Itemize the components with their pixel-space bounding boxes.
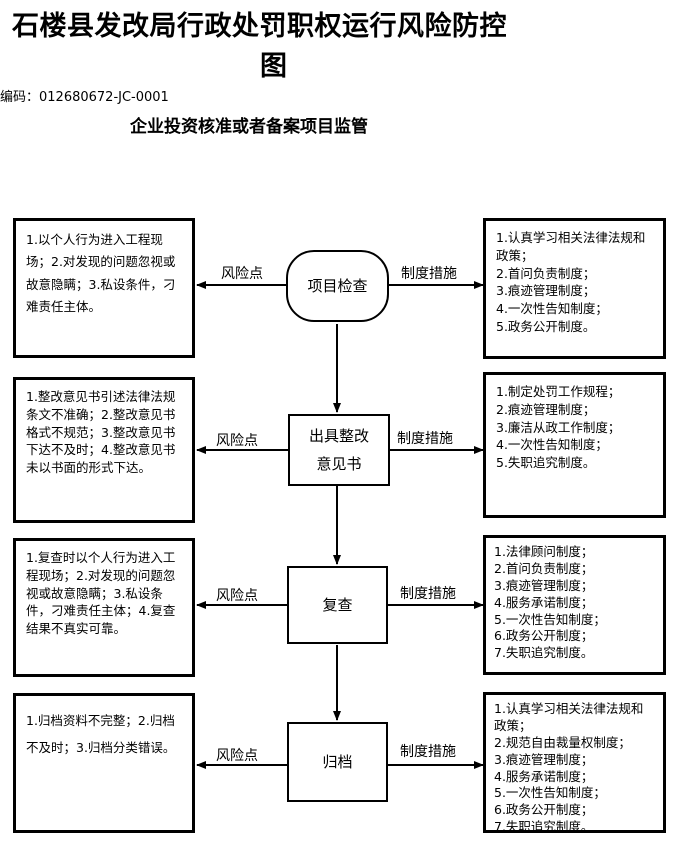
step-label: 归档	[322, 752, 353, 771]
measure-item: 3.廉洁从政工作制度；	[496, 419, 621, 435]
measure-item: 1.认真学习相关法律法规和政策；	[496, 230, 646, 263]
diagram-subtitle: 企业投资核准或者备案项目监管	[130, 117, 368, 137]
measure-label-3: 制度措施	[400, 586, 456, 602]
step-node-1: 项目检查	[286, 250, 389, 322]
document-code: 编码：012680672-JC-0001	[0, 90, 169, 105]
risk-text: 1.整改意见书引述法律法规条文不准确；2.整改意见书格式不规范；3.整改意见书下…	[26, 389, 176, 475]
risk-box-4: 1.归档资料不完整；2.归档不及时；3.归档分类错误。	[13, 693, 195, 833]
page-title: 石楼县发改局行政处罚职权运行风险防控	[12, 11, 507, 42]
measure-box-4: 1.认真学习相关法律法规和政策； 2.规范自由裁量权制度； 3.痕迹管理制度； …	[483, 692, 666, 835]
step-label: 出具整改意见书	[308, 426, 369, 474]
measure-item: 7.失职追究制度。	[494, 645, 594, 661]
step-node-3: 复查	[287, 566, 388, 644]
measure-item: 4.服务承诺制度；	[494, 768, 594, 784]
step-label: 项目检查	[307, 276, 368, 295]
measure-item: 1.认真学习相关法律法规和政策；	[494, 701, 644, 733]
measure-item: 6.政务公开制度；	[494, 628, 594, 644]
measure-label-2: 制度措施	[397, 431, 453, 447]
measure-item: 5.失职追究制度。	[496, 455, 596, 470]
measure-item: 4.服务承诺制度；	[494, 594, 594, 610]
step-node-4: 归档	[287, 722, 388, 802]
risk-label-3: 风险点	[216, 588, 258, 604]
measure-item: 3.痕迹管理制度；	[494, 577, 594, 593]
measure-item: 5.一次性告知制度；	[494, 611, 606, 627]
risk-label-4: 风险点	[216, 748, 258, 764]
measure-item: 1.法律顾问制度；	[494, 544, 594, 559]
measure-box-1: 1.认真学习相关法律法规和政策； 2.首问负责制度； 3.痕迹管理制度； 4.一…	[483, 218, 666, 359]
risk-text: 1.以个人行为进入工程现场；2.对发现的问题忽视或故意隐瞒；3.私设条件，刁难责…	[26, 232, 176, 314]
risk-text: 1.复查时以个人行为进入工程现场；2.对发现的问题忽视或故意隐瞒；3.私设条件，…	[26, 550, 176, 636]
risk-label-1: 风险点	[221, 266, 263, 282]
measure-item: 7.失职追究制度。	[494, 819, 594, 835]
risk-box-2: 1.整改意见书引述法律法规条文不准确；2.整改意见书格式不规范；3.整改意见书下…	[13, 377, 195, 523]
measure-box-3: 1.法律顾问制度； 2.首问负责制度； 3.痕迹管理制度； 4.服务承诺制度； …	[483, 535, 666, 675]
measure-item: 3.痕迹管理制度；	[494, 751, 594, 767]
measure-item: 5.政务公开制度。	[496, 318, 596, 334]
measure-item: 4.一次性告知制度；	[496, 437, 608, 453]
risk-box-1: 1.以个人行为进入工程现场；2.对发现的问题忽视或故意隐瞒；3.私设条件，刁难责…	[13, 218, 195, 358]
step-label: 复查	[322, 595, 353, 614]
measure-item: 6.政务公开制度；	[494, 802, 594, 818]
measure-box-2: 1.制定处罚工作规程； 2.痕迹管理制度； 3.廉洁从政工作制度； 4.一次性告…	[483, 372, 666, 518]
risk-label-2: 风险点	[216, 433, 258, 449]
step-node-2: 出具整改意见书	[288, 414, 390, 486]
measure-item: 1.制定处罚工作规程；	[496, 384, 621, 399]
measure-item: 5.一次性告知制度；	[494, 785, 606, 801]
measure-label-1: 制度措施	[401, 266, 457, 282]
measure-item: 2.首问负责制度；	[494, 560, 594, 576]
measure-item: 2.首问负责制度；	[496, 265, 596, 281]
risk-text: 1.归档资料不完整；2.归档不及时；3.归档分类错误。	[26, 713, 176, 755]
measure-item: 3.痕迹管理制度；	[496, 283, 596, 299]
measure-item: 2.痕迹管理制度；	[496, 401, 596, 417]
risk-box-3: 1.复查时以个人行为进入工程现场；2.对发现的问题忽视或故意隐瞒；3.私设条件，…	[13, 538, 195, 677]
measure-item: 2.规范自由裁量权制度；	[494, 734, 631, 750]
measure-label-4: 制度措施	[400, 744, 456, 760]
page-title-continued: 图	[260, 51, 287, 82]
measure-item: 4.一次性告知制度；	[496, 301, 608, 316]
